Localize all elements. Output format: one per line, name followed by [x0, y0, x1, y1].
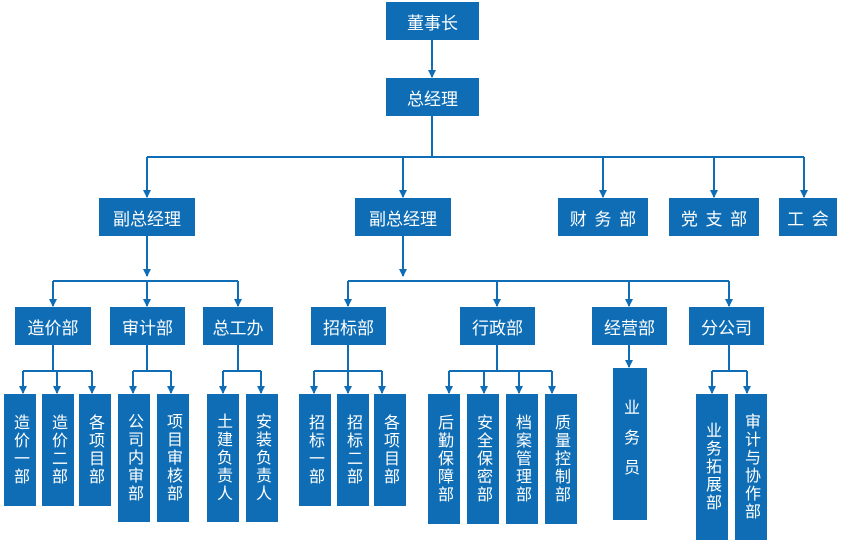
archives-dept-box: 档案管理部	[506, 394, 538, 524]
business-dev-box: 业务拓展部	[696, 394, 728, 540]
logistics-dept-label: 后勤保障部	[435, 414, 454, 504]
install-lead-label: 安装负责人	[253, 413, 272, 503]
business-dev-label: 业务拓展部	[703, 422, 722, 512]
finance-dept-label: 财务部	[569, 209, 644, 230]
branch-company-label: 分公司	[701, 318, 752, 339]
bidding-project-depts-label: 各项目部	[381, 414, 400, 486]
party-branch-label: 党支部	[680, 209, 755, 230]
cost-dept-1-label: 造价一部	[11, 414, 30, 486]
salesperson-box: 业务员	[613, 368, 647, 520]
branch-company-box: 分公司	[689, 307, 764, 345]
cost-project-depts-label: 各项目部	[86, 414, 105, 486]
admin-dept-box: 行政部	[460, 307, 535, 345]
civil-lead-box: 土建负责人	[207, 394, 239, 522]
finance-dept-box: 财务部	[558, 198, 648, 236]
cost-dept-1-box: 造价一部	[4, 394, 36, 506]
bidding-dept-2-box: 招标二部	[337, 394, 369, 506]
cost-dept-box: 造价部	[15, 307, 91, 345]
party-branch-box: 党支部	[669, 198, 759, 236]
general-manager-label: 总经理	[407, 89, 458, 110]
operations-dept-box: 经营部	[592, 307, 667, 345]
chairman-box: 董事长	[386, 2, 479, 40]
internal-audit-box: 公司内审部	[118, 394, 150, 522]
security-dept-box: 安全保密部	[467, 394, 499, 524]
bidding-dept-2-label: 招标二部	[344, 414, 363, 486]
cost-dept-label: 造价部	[27, 318, 79, 339]
deputy-manager-mid-label: 副总经理	[369, 209, 437, 230]
internal-audit-label: 公司内审部	[125, 413, 144, 503]
logistics-dept-box: 后勤保障部	[428, 394, 460, 524]
general-manager-box: 总经理	[386, 78, 479, 116]
union-box: 工会	[779, 198, 837, 236]
audit-dept-label: 审计部	[122, 318, 173, 339]
bidding-dept-box: 招标部	[311, 307, 386, 345]
deputy-manager-left-box: 副总经理	[99, 198, 195, 236]
bidding-dept-label: 招标部	[323, 318, 374, 339]
quality-dept-box: 质量控制部	[545, 394, 577, 524]
install-lead-box: 安装负责人	[246, 394, 278, 522]
bidding-dept-1-box: 招标一部	[299, 394, 331, 506]
security-dept-label: 安全保密部	[474, 414, 493, 504]
chairman-label: 董事长	[407, 13, 458, 34]
project-audit-box: 项目审核部	[157, 394, 189, 522]
cost-dept-2-label: 造价二部	[49, 414, 68, 486]
salesperson-label: 业务员	[621, 399, 640, 489]
archives-dept-label: 档案管理部	[513, 414, 532, 504]
audit-dept-box: 审计部	[110, 307, 185, 345]
bidding-project-depts-box: 各项目部	[374, 394, 406, 506]
deputy-manager-mid-box: 副总经理	[355, 198, 451, 236]
cost-project-depts-box: 各项目部	[79, 394, 111, 506]
chief-engineer-office-label: 总工办	[212, 318, 264, 339]
cost-dept-2-box: 造价二部	[42, 394, 74, 506]
project-audit-label: 项目审核部	[164, 413, 183, 503]
audit-coordination-label: 审计与协作部	[742, 413, 761, 521]
deputy-manager-left-label: 副总经理	[113, 209, 181, 230]
civil-lead-label: 土建负责人	[214, 413, 233, 503]
chief-engineer-office-box: 总工办	[203, 307, 273, 345]
quality-dept-label: 质量控制部	[552, 414, 571, 504]
union-label: 工会	[787, 209, 837, 230]
admin-dept-label: 行政部	[472, 318, 523, 339]
operations-dept-label: 经营部	[604, 318, 655, 339]
bidding-dept-1-label: 招标一部	[306, 414, 325, 486]
audit-coordination-box: 审计与协作部	[735, 394, 767, 540]
